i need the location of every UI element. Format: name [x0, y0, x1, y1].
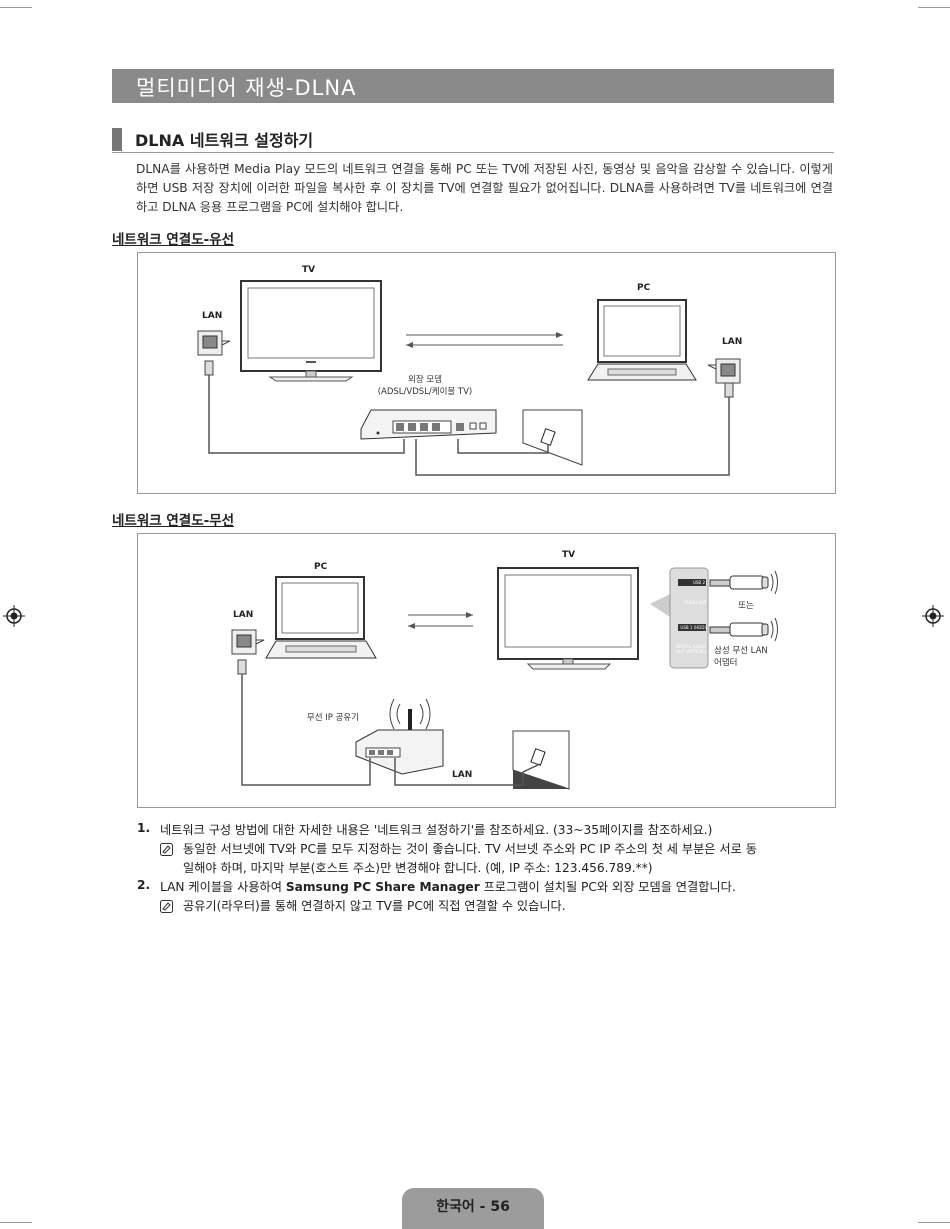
tv-label: TV: [302, 265, 316, 275]
wall-outlet-icon: [522, 409, 583, 466]
step-2-text-before: LAN 케이블을 사용하여: [160, 880, 286, 894]
tv-side-panel: [650, 567, 709, 669]
lan-port-icon: [231, 629, 265, 675]
step-2-bold-program: Samsung PC Share Manager: [285, 880, 480, 894]
step-2-text: LAN 케이블을 사용하여 Samsung PC Share Manager 프…: [160, 878, 736, 897]
note-icon: [160, 843, 173, 856]
pc-label: PC: [637, 283, 651, 293]
step-1-number: 1.: [137, 821, 151, 835]
wireless-diagram-title: 네트워크 연결도-무선: [112, 513, 235, 529]
wired-diagram: TV PC LAN LAN 외장 모뎀 (ADSL/VDSL/케이블 TV): [137, 252, 836, 494]
crop-mark: [918, 7, 950, 8]
page-footer: 한국어 - 56: [402, 1188, 544, 1229]
modem-icon: [360, 409, 497, 440]
wired-diagram-title: 네트워크 연결도-유선: [112, 232, 235, 248]
modem-label-line1: 외장 모뎀: [408, 375, 442, 385]
modem-label-line2: (ADSL/VDSL/케이블 TV): [377, 387, 473, 397]
note-icon: [160, 900, 173, 913]
note-1-line1: 동일한 서브넷에 TV와 PC를 모두 지정하는 것이 좋습니다. TV 서브넷…: [183, 842, 757, 856]
crop-mark: [918, 1222, 950, 1223]
section-marker: [112, 128, 122, 151]
wall-outlet-icon: [512, 730, 570, 790]
port-digital-label: DIGITAL AUDIO OUT (OPTICAL): [676, 644, 706, 654]
crop-mark: [0, 7, 32, 8]
lan-label: LAN: [452, 770, 473, 780]
tv-label: TV: [562, 550, 576, 560]
port-audio-label: AUDIO OUT: [684, 600, 707, 605]
adapter-label-line1: 삼성 무선 LAN: [714, 646, 768, 656]
adapter-label-line2: 어댑터: [714, 658, 738, 668]
lan-port-icon: [197, 330, 231, 376]
section-heading: DLNA 네트워크 설정하기: [112, 127, 834, 153]
usb-adapter-icon: [709, 570, 778, 595]
registration-mark-icon: [3, 605, 25, 627]
adapter-label: 삼성 무선 LAN 어댑터: [714, 645, 784, 669]
section-title: DLNA 네트워크 설정하기: [135, 131, 314, 150]
lan-label: LAN: [722, 337, 743, 347]
intro-paragraph: DLNA를 사용하면 Media Play 모드의 네트워크 연결을 통해 PC…: [136, 162, 833, 214]
pc-label: PC: [314, 562, 328, 572]
modem-label: 외장 모뎀 (ADSL/VDSL/케이블 TV): [370, 374, 480, 398]
wireless-diagram: TV PC LAN LAN 무선 IP 공유기 또는 삼성 무선 LAN 어댑터…: [137, 533, 836, 808]
note-2: 공유기(라우터)를 통해 연결하지 않고 TV를 PC에 직접 연결할 수 있습…: [183, 899, 566, 913]
step-2-number: 2.: [137, 878, 151, 892]
tv-icon: [240, 280, 382, 382]
chapter-title: 멀티미디어 재생-DLNA: [136, 76, 357, 100]
page-number: 한국어 - 56: [436, 1199, 510, 1215]
registration-mark-icon: [922, 605, 944, 627]
note-1-line2: 일해야 하며, 마지막 부분(호스트 주소)만 변경해야 합니다. (예, IP…: [183, 861, 653, 875]
lan-port-icon: [707, 358, 741, 398]
laptop-icon: [587, 299, 697, 381]
wired-diagram-drawing: [197, 280, 741, 476]
step-1-text: 네트워크 구성 방법에 대한 자세한 내용은 '네트워크 설정하기'를 참조하세…: [160, 823, 713, 837]
router-icon: [355, 698, 444, 775]
chapter-banner: 멀티미디어 재생-DLNA: [112, 69, 834, 103]
port-usb2-label: USB 2: [692, 580, 705, 585]
tv-icon: [497, 567, 639, 670]
port-usb1-label: USB 1 (HDD): [680, 625, 706, 630]
note-1: 동일한 서브넷에 TV와 PC를 모두 지정하는 것이 좋습니다. TV 서브넷…: [183, 840, 835, 878]
usb-adapter-icon: [709, 617, 778, 642]
lan-label: LAN: [233, 610, 254, 620]
step-2-text-after: 프로그램이 설치될 PC와 외장 모뎀을 연결합니다.: [479, 880, 736, 894]
laptop-icon: [265, 576, 377, 659]
lan-label: LAN: [202, 311, 223, 321]
or-label: 또는: [738, 601, 754, 611]
wireless-diagram-drawing: [231, 567, 778, 790]
router-label: 무선 IP 공유기: [306, 713, 360, 723]
crop-mark: [0, 1222, 32, 1223]
